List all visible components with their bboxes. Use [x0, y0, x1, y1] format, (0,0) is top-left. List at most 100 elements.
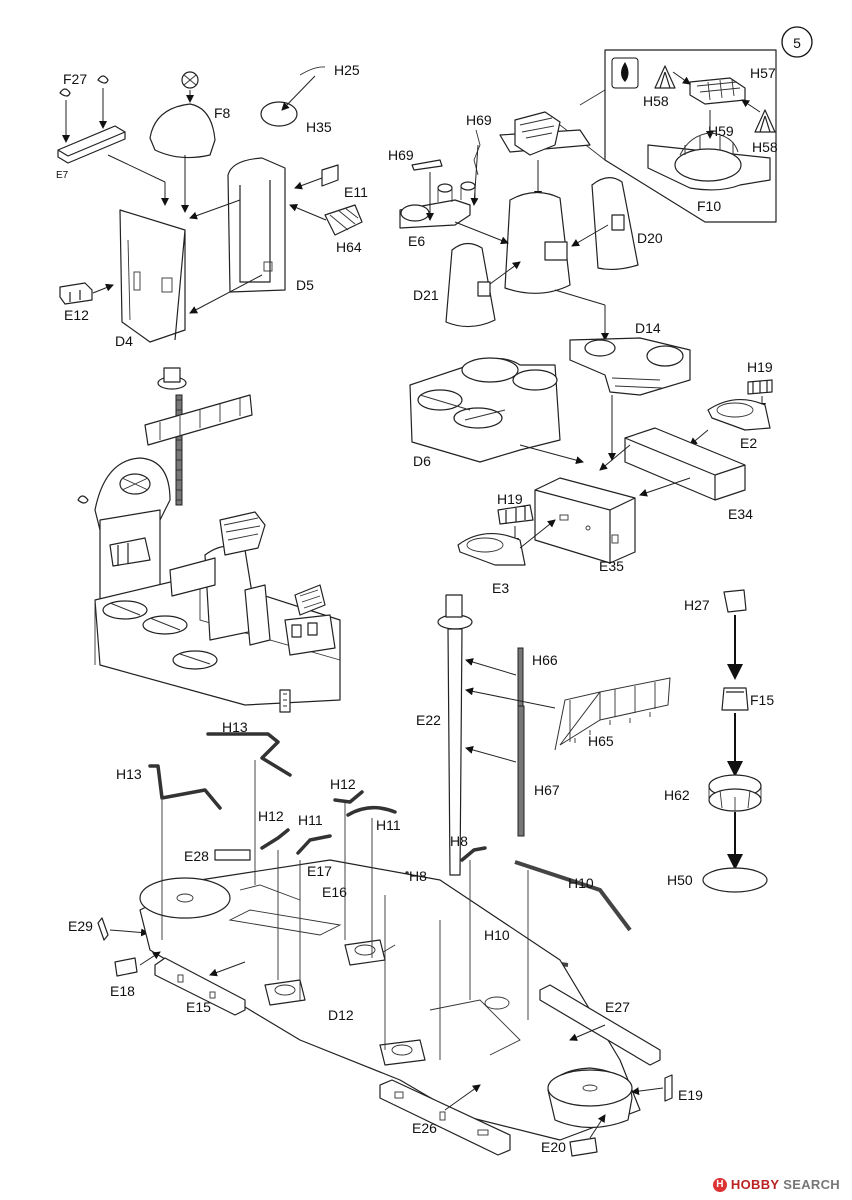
part-label-h62: H62	[664, 787, 690, 803]
part-label-h11b: H11	[298, 812, 323, 828]
part-h35	[260, 101, 298, 127]
part-label-e7: E7	[56, 170, 69, 181]
part-e20	[569, 1137, 598, 1157]
part-label-h50: H50	[667, 872, 693, 888]
part-d21	[445, 242, 496, 328]
part-label-h65: H65	[588, 733, 614, 749]
part-label-h12b: H12	[258, 808, 284, 824]
part-label-h10a: H10	[568, 875, 594, 891]
part-h66	[517, 647, 524, 707]
part-label-h19a: H19	[747, 359, 773, 375]
part-label-e34: E34	[728, 506, 753, 522]
completed-superstructure	[77, 367, 341, 713]
part-h10-upper	[514, 860, 632, 932]
hobby-search-brand: HOBBY SEARCH	[730, 1177, 840, 1192]
deck-d12-subassembly	[97, 732, 673, 1157]
part-d4	[119, 209, 186, 343]
part-h67	[517, 705, 525, 837]
part-e28	[214, 849, 251, 861]
tower-top-assembled	[514, 111, 561, 156]
part-h8-right	[460, 846, 487, 862]
part-label-h67: H67	[534, 782, 560, 798]
part-label-d14: D14	[635, 320, 661, 336]
part-h13-lower	[148, 764, 222, 810]
part-h50	[702, 867, 768, 893]
part-label-e22: E22	[416, 712, 441, 728]
part-label-d21: D21	[413, 287, 439, 303]
part-label-h58b: H58	[752, 139, 778, 155]
part-h12-right	[333, 790, 364, 804]
hobby-search-logo-icon: H	[712, 1177, 727, 1192]
part-label-e28: E28	[184, 848, 209, 864]
part-label-e12: E12	[64, 307, 89, 323]
hobby-search-watermark: H HOBBY SEARCH	[712, 1177, 840, 1192]
part-label-e6: E6	[408, 233, 425, 249]
part-label-f8: F8	[214, 105, 231, 121]
svg-text:5: 5	[793, 35, 801, 51]
part-e29	[97, 917, 109, 941]
part-h27	[723, 589, 747, 613]
part-label-h59: H59	[708, 123, 734, 139]
part-label-h69b: H69	[388, 147, 414, 163]
part-label-h58a: H58	[643, 93, 669, 109]
part-label-h57: H57	[750, 65, 776, 81]
part-e27	[539, 984, 661, 1066]
part-label-h11a: H11	[376, 817, 401, 833]
part-label-e11: E11	[344, 184, 368, 200]
part-e18	[114, 957, 138, 977]
part-f10	[674, 148, 742, 182]
part-label-h8a: H8	[450, 833, 468, 849]
part-e7	[57, 125, 126, 164]
part-e15	[154, 957, 246, 1016]
mast-e22-subassembly	[437, 594, 671, 876]
part-label-h13a: H13	[222, 719, 248, 735]
part-h12-left	[260, 828, 290, 850]
part-label-e29: E29	[68, 918, 93, 934]
part-label-e17: E17	[307, 863, 332, 879]
part-e34	[624, 427, 746, 501]
part-label-e26: E26	[412, 1120, 437, 1136]
d4-d5-subassembly	[57, 66, 363, 343]
part-label-d6: D6	[413, 453, 431, 469]
part-label-h25: H25	[334, 62, 360, 78]
part-label-f15: F15	[750, 692, 774, 708]
part-label-e15: E15	[186, 999, 211, 1015]
part-label-e16: E16	[322, 884, 347, 900]
part-f15	[721, 687, 749, 711]
part-label-d12: D12	[328, 1007, 354, 1023]
part-e35	[534, 477, 636, 564]
part-e2	[707, 399, 771, 431]
part-label-f10: F10	[697, 198, 721, 214]
part-d5	[227, 157, 286, 293]
director-stack	[702, 589, 768, 893]
part-h13-upper	[206, 732, 292, 777]
part-label-h64: H64	[336, 239, 362, 255]
part-label-h8b: H8	[409, 868, 427, 884]
part-label-h66: H66	[532, 652, 558, 668]
part-h11-left	[296, 834, 332, 855]
part-e11	[321, 164, 339, 187]
part-label-f27: F27	[63, 71, 87, 87]
part-label-h35: H35	[306, 119, 332, 135]
part-e19	[664, 1074, 673, 1102]
part-label-e20: E20	[541, 1139, 566, 1155]
part-f27	[59, 75, 109, 143]
part-label-d5: D5	[296, 277, 314, 293]
part-label-d20: D20	[637, 230, 663, 246]
tower-core	[504, 191, 571, 294]
part-label-e3: E3	[492, 580, 509, 596]
part-label-e2: E2	[740, 435, 757, 451]
part-label-e19: E19	[678, 1087, 703, 1103]
part-label-d4: D4	[115, 333, 133, 349]
part-label-e35: E35	[599, 558, 624, 574]
part-h64	[324, 204, 363, 236]
tower-subassembly	[399, 49, 777, 566]
part-f8	[149, 103, 216, 159]
part-label-e27: E27	[605, 999, 630, 1015]
part-label-h13b: H13	[116, 766, 142, 782]
step-number-badge: 5	[781, 26, 813, 58]
part-h11-right	[346, 805, 397, 817]
part-label-h69a: H69	[466, 112, 492, 128]
part-e12	[59, 282, 93, 305]
